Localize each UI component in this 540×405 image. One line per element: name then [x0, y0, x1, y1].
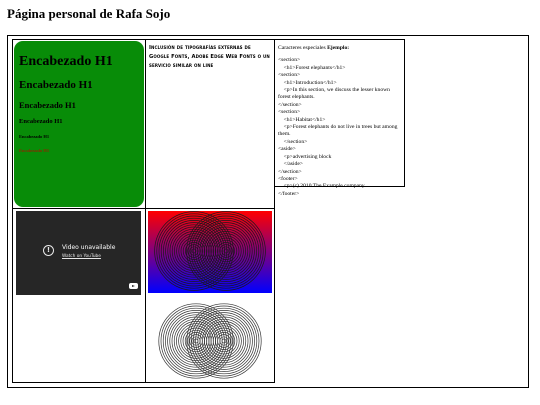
moire-ring	[217, 242, 235, 260]
moire-ring	[182, 239, 206, 263]
moire-rings-bottom	[158, 303, 262, 379]
moire-ring	[208, 325, 240, 357]
headings-cell: Encabezado H1 Encabezado H1 Encabezado H…	[12, 39, 146, 209]
code-example-cell: Caracteres especiales Ejemplo: <section> …	[274, 39, 405, 197]
heading-h1: Encabezado H1	[19, 54, 113, 69]
canvas-cell	[145, 208, 275, 383]
moire-ring	[171, 228, 217, 274]
moire-ring	[201, 226, 251, 276]
moire-ring	[180, 237, 208, 265]
moire-ring	[195, 220, 257, 282]
code-lines: <section> <h1>Forest elephants</h1> <sec…	[278, 57, 398, 197]
moire-ring	[186, 303, 262, 379]
typography-cell: Inclusión de tipografías externas de Goo…	[145, 39, 275, 209]
watch-on-youtube-link[interactable]: Watch on YouTube	[62, 254, 101, 259]
heading-h4: Encabezado H1	[19, 118, 63, 125]
code-intro-text: Caracteres especiales	[278, 45, 328, 51]
moire-ring	[208, 233, 244, 269]
moire-ring	[219, 244, 233, 258]
heading-h2: Encabezado H1	[19, 79, 93, 91]
moire-ring	[162, 307, 230, 375]
info-icon: !	[43, 245, 54, 256]
moire-rings-top	[154, 211, 266, 291]
content-table: Encabezado H1 Encabezado H1 Encabezado H…	[7, 35, 529, 388]
moire-ring	[219, 336, 229, 346]
moire-ring	[178, 235, 210, 267]
moire-ring	[158, 303, 234, 379]
moire-ring	[215, 332, 233, 350]
moire-ring	[186, 211, 266, 291]
moire-ring	[165, 222, 223, 280]
moire-ring	[165, 310, 227, 372]
moire-ring	[193, 338, 199, 344]
moire-ring	[199, 316, 249, 366]
moire-ring	[188, 305, 260, 377]
moire-ring	[212, 237, 240, 265]
moire-ring	[156, 213, 232, 289]
moire-ring	[169, 314, 223, 368]
moire-ring	[217, 334, 231, 348]
heading-h3: Encabezado H1	[19, 100, 76, 110]
moire-ring	[193, 310, 255, 372]
moire-ring	[210, 235, 242, 267]
heading-h6: Encabezado H1	[19, 148, 50, 153]
moire-ring	[204, 321, 244, 361]
moire-ring	[203, 228, 249, 274]
moire-ring	[163, 220, 225, 282]
youtube-logo-icon[interactable]	[129, 283, 138, 289]
moire-ring	[176, 233, 212, 269]
video-unavailable-title: Video unavailable	[62, 244, 116, 251]
moire-ring	[201, 318, 247, 364]
code-intro-bold: Ejemplo:	[327, 45, 350, 51]
moire-ring	[221, 246, 231, 256]
moire-ring	[199, 224, 253, 278]
moire-ring	[214, 239, 238, 263]
youtube-embed[interactable]: ! Video unavailable Watch on YouTube	[16, 211, 141, 295]
moire-ring	[190, 307, 258, 375]
moire-ring	[169, 226, 219, 276]
moire-ring	[167, 224, 221, 278]
moire-ring	[197, 314, 251, 368]
gradient-rect	[148, 211, 272, 293]
moire-ring	[188, 213, 264, 289]
moire-ring	[195, 312, 253, 370]
moire-ring	[221, 338, 227, 344]
typography-text: Inclusión de tipografías externas de Goo…	[149, 45, 270, 69]
heading-h5: Encabezado H1	[19, 134, 50, 139]
moire-ring	[210, 327, 238, 355]
moire-ring	[191, 248, 197, 254]
canvas-drawing	[148, 211, 272, 379]
page-title: Página personal de Rafa Sojo	[7, 6, 171, 21]
moire-ring	[206, 323, 242, 359]
moire-ring	[190, 215, 262, 287]
code-example: Caracteres especiales Ejemplo: <section> …	[278, 45, 402, 198]
headings-box: Encabezado H1 Encabezado H1 Encabezado H…	[14, 41, 144, 207]
moire-ring	[160, 305, 232, 377]
moire-ring	[189, 246, 199, 256]
code-intro: Caracteres especiales Ejemplo:	[278, 45, 402, 52]
moire-ring	[167, 312, 225, 370]
moire-ring	[223, 248, 229, 254]
moire-ring	[212, 329, 236, 353]
moire-ring	[206, 231, 246, 271]
video-cell: ! Video unavailable Watch on YouTube	[12, 208, 146, 383]
moire-ring	[154, 211, 234, 291]
moire-ring	[158, 215, 230, 287]
moire-ring	[197, 222, 255, 280]
moire-ring	[192, 217, 260, 285]
moire-ring	[160, 217, 228, 285]
